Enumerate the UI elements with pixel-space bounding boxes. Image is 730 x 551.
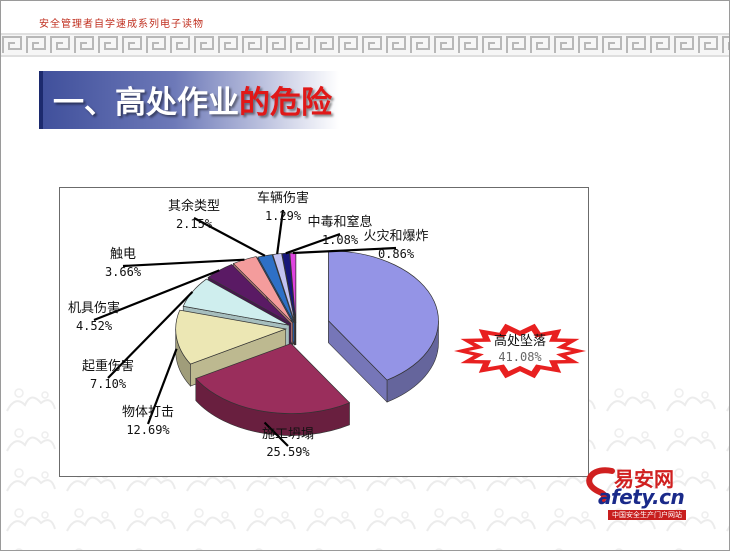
leader-line-9 xyxy=(292,246,397,255)
slice-label-5: 触电 xyxy=(110,247,136,262)
pie-slice-top xyxy=(257,254,295,324)
fret-border xyxy=(1,33,729,57)
leader-line-4 xyxy=(93,269,220,322)
slice-value-7: 1.29% xyxy=(265,209,302,223)
leader-line-3 xyxy=(107,291,194,379)
logo-swoosh-icon xyxy=(586,467,615,504)
pie-slice-top xyxy=(175,309,288,365)
logo-name: 易安网 xyxy=(614,467,674,491)
pie-slice-top xyxy=(328,250,439,381)
title-part-2: 的危险 xyxy=(239,85,332,121)
series-caption: 安全管理者自学速成系列电子读物 xyxy=(39,19,204,30)
slice-label-9: 火灾和爆炸 xyxy=(363,228,428,244)
slice-value-8: 1.08% xyxy=(322,233,359,247)
slice-label-1: 施工坍塌 xyxy=(262,427,314,442)
slice-value-1: 25.59% xyxy=(266,445,310,459)
logo-tagline: 中国安全生产门户网站 xyxy=(608,510,686,520)
leader-line-2 xyxy=(146,348,178,425)
leader-line-5 xyxy=(122,258,245,268)
slice-label-2: 物体打击 xyxy=(122,405,174,420)
slice-value-4: 4.52% xyxy=(76,319,113,333)
site-logo: 易安网 afety.cn 中国安全生产门户网站 xyxy=(578,463,708,523)
pie-slice-1 xyxy=(195,343,351,436)
leader-line-8 xyxy=(285,232,341,255)
slice-label-3: 起重伤害 xyxy=(82,358,134,374)
slice-label-8: 中毒和窒息 xyxy=(307,214,372,230)
slice-value-9: 0.86% xyxy=(378,247,415,261)
pie-slice-top xyxy=(195,343,351,414)
page-title: 一、高处作业的危险 xyxy=(53,77,332,122)
slice-label-4: 机具伤害 xyxy=(68,300,120,316)
highlight-burst-inner xyxy=(468,330,572,372)
slice-value-5: 3.66% xyxy=(105,265,142,279)
slice-label-7: 车辆伤害 xyxy=(257,190,309,206)
slice-label-6: 其余类型 xyxy=(168,198,220,214)
leader-line-1 xyxy=(263,421,289,447)
slice-value-2: 12.69% xyxy=(126,423,170,437)
slice-value-3: 7.10% xyxy=(90,377,127,391)
slice-value-0: 41.08% xyxy=(498,350,542,364)
leader-line-6 xyxy=(193,217,266,257)
slice-value-6: 2.15% xyxy=(176,217,213,231)
title-part-1: 一、高处作业 xyxy=(53,85,239,121)
pie-slice-top xyxy=(207,264,292,324)
logo-domain: afety.cn xyxy=(598,485,685,509)
leader-line-7 xyxy=(276,209,285,255)
title-bar xyxy=(39,71,339,129)
title-accent xyxy=(39,71,43,129)
pie-slice-0 xyxy=(328,250,439,403)
slice-label-0: 高处坠落 xyxy=(494,333,546,349)
